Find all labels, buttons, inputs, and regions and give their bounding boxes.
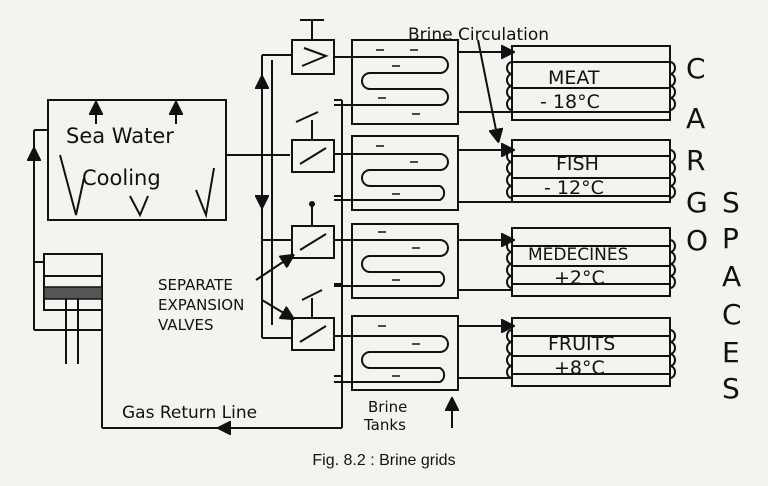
tanks-label: Tanks: [363, 416, 406, 434]
piston: [43, 286, 103, 300]
cargo-letter: A: [686, 102, 705, 135]
compressor: [33, 253, 103, 364]
brine-tanks: [334, 39, 459, 391]
discharge-line: [34, 129, 48, 262]
cargo-name-meat: MEAT: [548, 67, 600, 89]
cargo-space-fruits: [506, 317, 676, 387]
cargo-temp-medicines: +2°C: [554, 267, 605, 289]
cooling-label: Cooling: [82, 166, 161, 190]
sea-water-label: Sea Water: [66, 124, 174, 148]
separate-label: SEPARATE: [158, 276, 233, 294]
brine-circulation-label: Brine Circulation: [408, 25, 549, 45]
expansion-valve-2: [291, 111, 335, 173]
cargo-space-boxes: [506, 45, 676, 387]
cargo-letter: R: [686, 144, 705, 177]
brine-tank-4: [334, 315, 459, 391]
cargo-letter: G: [686, 186, 708, 219]
cargo-temp-meat: - 18°C: [540, 91, 600, 113]
spaces-letter: E: [722, 336, 740, 369]
brine-tank-3: [334, 223, 459, 299]
expansion-valve-4: [291, 289, 335, 351]
spaces-letter: C: [722, 298, 742, 331]
cargo-space-fish: [506, 139, 676, 203]
valves-label: VALVES: [158, 316, 214, 334]
brine-tank-1: [334, 39, 459, 125]
cargo-letter: C: [686, 52, 706, 85]
spaces-letter: P: [722, 222, 739, 255]
cargo-name-fruits: FRUITS: [548, 333, 615, 355]
cargo-name-fish: FISH: [556, 153, 599, 175]
expansion-label: EXPANSION: [158, 296, 244, 314]
spaces-letter: S: [722, 186, 740, 219]
spaces-vertical-word: S P A C E S: [722, 186, 742, 405]
cargo-temp-fish: - 12°C: [544, 177, 604, 199]
brine-tank-2: [334, 135, 459, 211]
expansion-valve-1: [291, 19, 335, 75]
brine-circulation-lines: [458, 39, 512, 379]
cargo-space-labels: MEAT - 18°C FISH - 12°C MEDECINES +2°C F…: [528, 67, 628, 379]
cargo-letter: O: [686, 224, 708, 257]
cargo-name-medicines: MEDECINES: [528, 245, 628, 265]
cargo-space-medicines: [506, 227, 676, 297]
brine-label: Brine: [368, 398, 407, 416]
spaces-letter: A: [722, 260, 741, 293]
gas-return-line-label: Gas Return Line: [122, 403, 257, 423]
sea-water-condenser: [47, 99, 227, 221]
cargo-space-meat: [506, 45, 676, 121]
expansion-valves: [291, 19, 335, 351]
cargo-temp-fruits: +8°C: [554, 357, 605, 379]
expansion-valve-3: [291, 201, 335, 259]
gas-return-line: [101, 99, 343, 428]
valve-pointer-arrows: [255, 256, 292, 318]
spaces-letter: S: [722, 372, 740, 405]
brine-tank-dashes: [376, 49, 420, 377]
liquid-manifold: [226, 54, 292, 339]
figure-caption: Fig. 8.2 : Brine grids: [312, 452, 456, 469]
cargo-vertical-word: C A R G O: [686, 52, 708, 257]
